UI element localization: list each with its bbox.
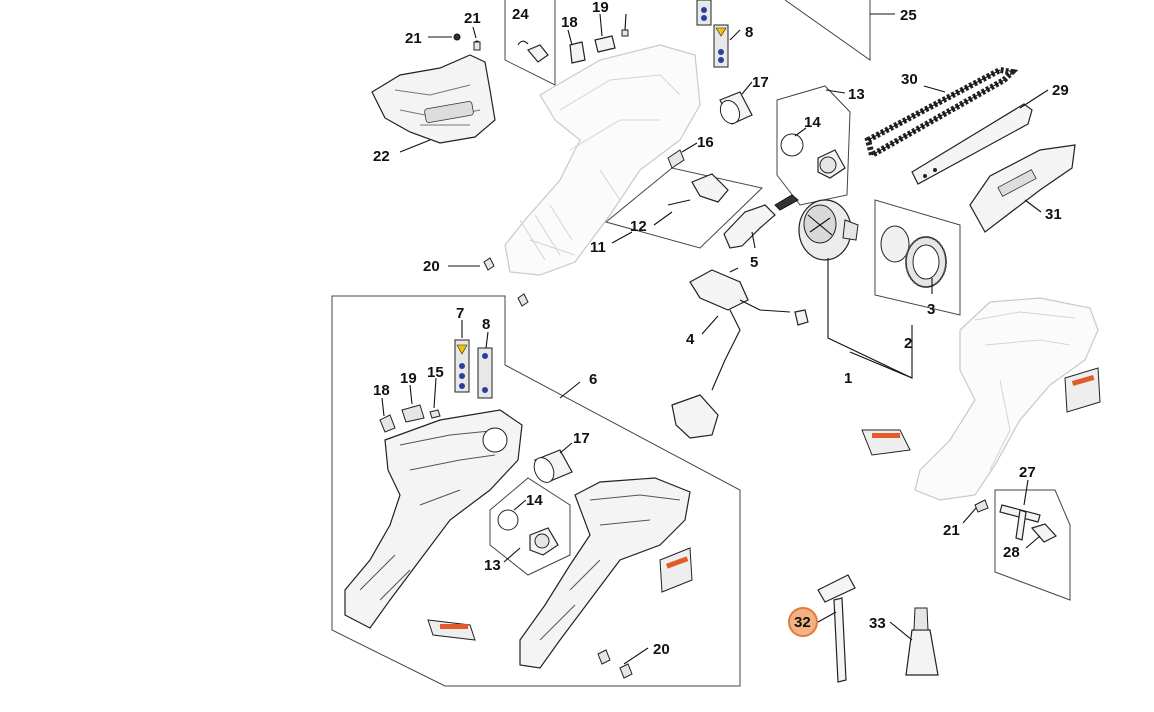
group-box-11	[604, 167, 764, 249]
housing-6-left	[344, 409, 523, 629]
callout-28: 28	[1003, 544, 1020, 561]
sleeve-17-lower	[533, 449, 573, 483]
clips-20	[483, 257, 529, 307]
housing-6-right	[519, 477, 691, 669]
callout-30: 30	[901, 71, 918, 88]
callout-31: 31	[1045, 206, 1062, 223]
parts-13-14-lower	[497, 509, 559, 556]
callout-14b: 14	[526, 492, 543, 509]
side-cover-22	[371, 54, 496, 144]
guide-bar-29	[911, 103, 1033, 185]
switch-5	[723, 194, 799, 249]
parts-box-24	[517, 29, 629, 64]
tool-32	[817, 574, 856, 683]
callout-21a: 21	[405, 30, 422, 47]
leader-lines	[381, 13, 1049, 665]
callout-21c: 21	[943, 522, 960, 539]
callout-33: 33	[869, 615, 886, 632]
callout-18a: 18	[561, 14, 578, 31]
decal-8-top	[696, 0, 729, 68]
chain-30	[864, 66, 1019, 160]
callout-13b: 13	[484, 557, 501, 574]
callout-20b: 20	[653, 641, 670, 658]
screw-16	[667, 149, 685, 169]
screws-21-top	[453, 33, 481, 51]
callout-18b: 18	[373, 382, 390, 399]
sleeve-17-top	[719, 91, 753, 125]
ghost-housing-top	[504, 44, 701, 276]
callout-17b: 17	[573, 430, 590, 447]
grease-tube-33	[905, 607, 939, 676]
ghost-housing-right	[914, 297, 1099, 501]
group-box-2	[874, 199, 961, 316]
callout-6: 6	[589, 371, 597, 388]
bar-cover-31	[969, 144, 1076, 233]
parts-13-14-top	[780, 133, 846, 179]
callout-21b: 21	[464, 10, 481, 27]
callout-16: 16	[697, 134, 714, 151]
callout-32[interactable]: 32	[794, 614, 811, 631]
callout-8b: 8	[482, 316, 490, 333]
callout-29: 29	[1052, 82, 1069, 99]
callout-22: 22	[373, 148, 390, 165]
warning-labels	[427, 367, 1101, 641]
callout-1: 1	[844, 370, 852, 387]
callout-32-highlight[interactable]	[788, 607, 818, 637]
group-box-24	[504, 0, 556, 86]
callout-2: 2	[904, 335, 912, 352]
callout-7: 7	[456, 305, 464, 322]
motor-1	[798, 199, 859, 261]
callout-4: 4	[686, 331, 695, 348]
screws-lower	[379, 404, 441, 433]
decals-7-8-lower	[454, 339, 493, 399]
group-box-6	[331, 295, 741, 687]
group-outlines	[331, 0, 1071, 687]
callout-14a: 14	[804, 114, 821, 131]
callout-5: 5	[750, 254, 758, 271]
callout-3: 3	[927, 301, 935, 318]
callout-12: 12	[630, 218, 647, 235]
wire-harness-4	[671, 267, 809, 439]
callout-27: 27	[1019, 464, 1036, 481]
callout-19a: 19	[592, 0, 609, 16]
callout-labels: 21 21 24 18 19 8 25 22 17 13 14 16 30 29…	[373, 0, 1069, 658]
parts-27-28	[974, 499, 1057, 543]
gear-3	[880, 225, 947, 288]
group-box-28	[994, 489, 1071, 601]
callout-13a: 13	[848, 86, 865, 103]
callout-11: 11	[590, 239, 606, 256]
callout-25: 25	[900, 7, 917, 24]
callout-15: 15	[427, 364, 444, 381]
clips-20-lower	[597, 649, 633, 679]
callout-19b: 19	[400, 370, 417, 387]
callout-24: 24	[512, 6, 529, 23]
group-box-25	[784, 0, 871, 61]
callout-20a: 20	[423, 258, 440, 275]
callout-17a: 17	[752, 74, 769, 91]
parts-12	[667, 173, 729, 206]
group-box-13	[776, 85, 851, 206]
callout-8a: 8	[745, 24, 753, 41]
group-box-13-inner	[489, 477, 571, 576]
